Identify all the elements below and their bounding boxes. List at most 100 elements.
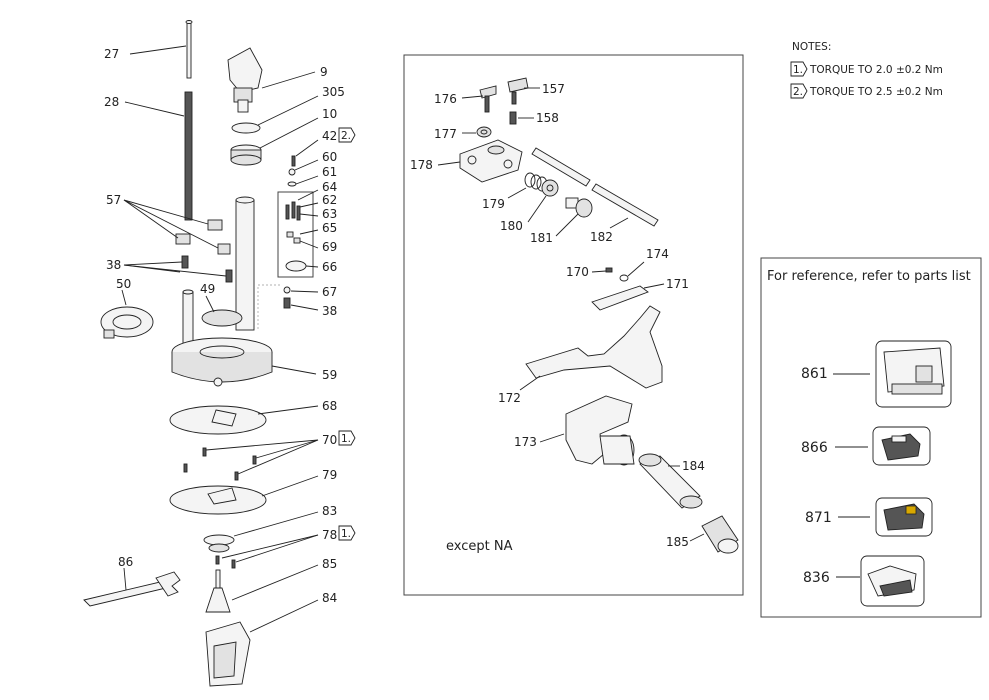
callout-305: 305 bbox=[322, 85, 345, 99]
part-185-adapter bbox=[689, 515, 739, 554]
callout-185: 185 bbox=[666, 535, 689, 549]
part-173-dust-port bbox=[539, 395, 635, 466]
callout-61: 61 bbox=[322, 165, 337, 179]
svg-text:861: 861 bbox=[801, 366, 828, 382]
part-67-ball bbox=[283, 286, 319, 294]
part-181-knob bbox=[555, 197, 593, 237]
reference-item-836: 836 bbox=[803, 555, 925, 607]
part-70-screws bbox=[183, 439, 319, 481]
main-exploded-view: 27 28 9 305 10 42 bbox=[83, 20, 356, 687]
part-174-washer bbox=[619, 261, 645, 282]
part-86-wrench bbox=[83, 567, 181, 607]
callout-66: 66 bbox=[322, 260, 337, 274]
callout-70: 70 bbox=[322, 433, 337, 447]
callout-177: 177 bbox=[434, 127, 457, 141]
callout-38b: 38 bbox=[322, 304, 337, 318]
part-178-guide-block bbox=[437, 139, 523, 183]
callout-158: 158 bbox=[536, 111, 559, 125]
reference-item-871: 871 bbox=[805, 497, 933, 537]
callout-62: 62 bbox=[322, 193, 337, 207]
callout-171: 171 bbox=[666, 277, 689, 291]
callout-84: 84 bbox=[322, 591, 337, 605]
callout-79: 79 bbox=[322, 468, 337, 482]
parts-65-69-nuts bbox=[286, 229, 319, 249]
callout-180: 180 bbox=[500, 219, 523, 233]
callout-157: 157 bbox=[542, 82, 565, 96]
part-50-ring bbox=[100, 289, 154, 339]
except-na-inset: 176 157 158 177 178 bbox=[403, 54, 744, 596]
callout-181: 181 bbox=[530, 231, 553, 245]
part-171-strip bbox=[591, 283, 665, 311]
part-66-knob bbox=[285, 260, 319, 272]
part-49-clamp bbox=[201, 295, 243, 327]
notes-title: NOTES: bbox=[792, 41, 831, 53]
callout-9: 9 bbox=[320, 65, 328, 79]
subassembly-box bbox=[277, 191, 314, 278]
notes-block: NOTES: 1. TORQUE TO 2.0 ±0.2 Nm 2. TORQU… bbox=[790, 41, 943, 99]
part-79-subbase bbox=[169, 475, 319, 515]
part-157-knob bbox=[507, 77, 540, 105]
part-179-spring bbox=[507, 172, 548, 199]
svg-text:866: 866 bbox=[801, 440, 828, 456]
part-305-oring bbox=[231, 95, 319, 134]
callout-182: 182 bbox=[590, 230, 613, 244]
note-2: 2. TORQUE TO 2.5 ±0.2 Nm bbox=[790, 83, 943, 99]
part-60-screw bbox=[288, 159, 319, 176]
note-flag-70: 1. bbox=[338, 430, 356, 446]
callout-65: 65 bbox=[322, 221, 337, 235]
part-182-rods bbox=[531, 147, 659, 229]
callout-68: 68 bbox=[322, 399, 337, 413]
svg-text:TORQUE TO 2.0 ±0.2 Nm: TORQUE TO 2.0 ±0.2 Nm bbox=[809, 64, 943, 76]
callout-69: 69 bbox=[322, 240, 337, 254]
svg-text:TORQUE TO 2.5 ±0.2 Nm: TORQUE TO 2.5 ±0.2 Nm bbox=[809, 86, 943, 98]
callout-176: 176 bbox=[434, 92, 457, 106]
part-28-threaded-rod bbox=[124, 91, 193, 221]
part-68-plate bbox=[169, 405, 319, 435]
parts-62-64-pins bbox=[285, 189, 319, 221]
part-84-dust-hood bbox=[205, 599, 319, 687]
svg-text:871: 871 bbox=[805, 510, 832, 526]
part-85-centering-cone bbox=[205, 564, 319, 613]
svg-text:2.: 2. bbox=[341, 130, 351, 142]
part-184-tube bbox=[638, 453, 703, 509]
reference-title: For reference, refer to parts list bbox=[767, 269, 971, 284]
note-flag-42: 2. bbox=[338, 127, 356, 143]
part-176-knob bbox=[461, 85, 497, 113]
svg-text:2.: 2. bbox=[793, 86, 803, 98]
part-83-centering-disc bbox=[203, 511, 319, 553]
part-61-washer bbox=[287, 175, 319, 187]
callout-49: 49 bbox=[200, 282, 215, 296]
part-78-screws bbox=[215, 534, 319, 569]
callout-59: 59 bbox=[322, 368, 337, 382]
note-1: 1. TORQUE TO 2.0 ±0.2 Nm bbox=[790, 61, 943, 77]
callout-42: 42 bbox=[322, 129, 337, 143]
callout-178: 178 bbox=[410, 158, 433, 172]
callout-63: 63 bbox=[322, 207, 337, 221]
part-57-knobs bbox=[123, 199, 231, 255]
part-158-spring bbox=[509, 111, 534, 125]
callout-27: 27 bbox=[104, 47, 119, 61]
callout-10: 10 bbox=[322, 107, 337, 121]
callout-86: 86 bbox=[118, 555, 133, 569]
reference-panel: For reference, refer to parts list 861 8… bbox=[760, 257, 982, 618]
callout-38a: 38 bbox=[106, 258, 121, 272]
part-38-springs-a bbox=[123, 255, 233, 283]
callout-173: 173 bbox=[514, 435, 537, 449]
svg-text:836: 836 bbox=[803, 570, 830, 586]
reference-item-866: 866 bbox=[801, 426, 931, 466]
svg-text:1.: 1. bbox=[341, 433, 351, 445]
callout-174: 174 bbox=[646, 247, 669, 261]
callout-184: 184 bbox=[682, 459, 705, 473]
callout-50: 50 bbox=[116, 277, 131, 291]
part-180-nut bbox=[527, 179, 559, 223]
callout-170: 170 bbox=[566, 265, 589, 279]
part-170-screw bbox=[591, 267, 613, 273]
part-59-base bbox=[171, 196, 317, 387]
svg-text:1.: 1. bbox=[793, 64, 803, 76]
callout-83: 83 bbox=[322, 504, 337, 518]
callout-67: 67 bbox=[322, 285, 337, 299]
callout-179: 179 bbox=[482, 197, 505, 211]
part-172-bracket bbox=[519, 305, 663, 391]
part-27-rod bbox=[129, 20, 193, 79]
